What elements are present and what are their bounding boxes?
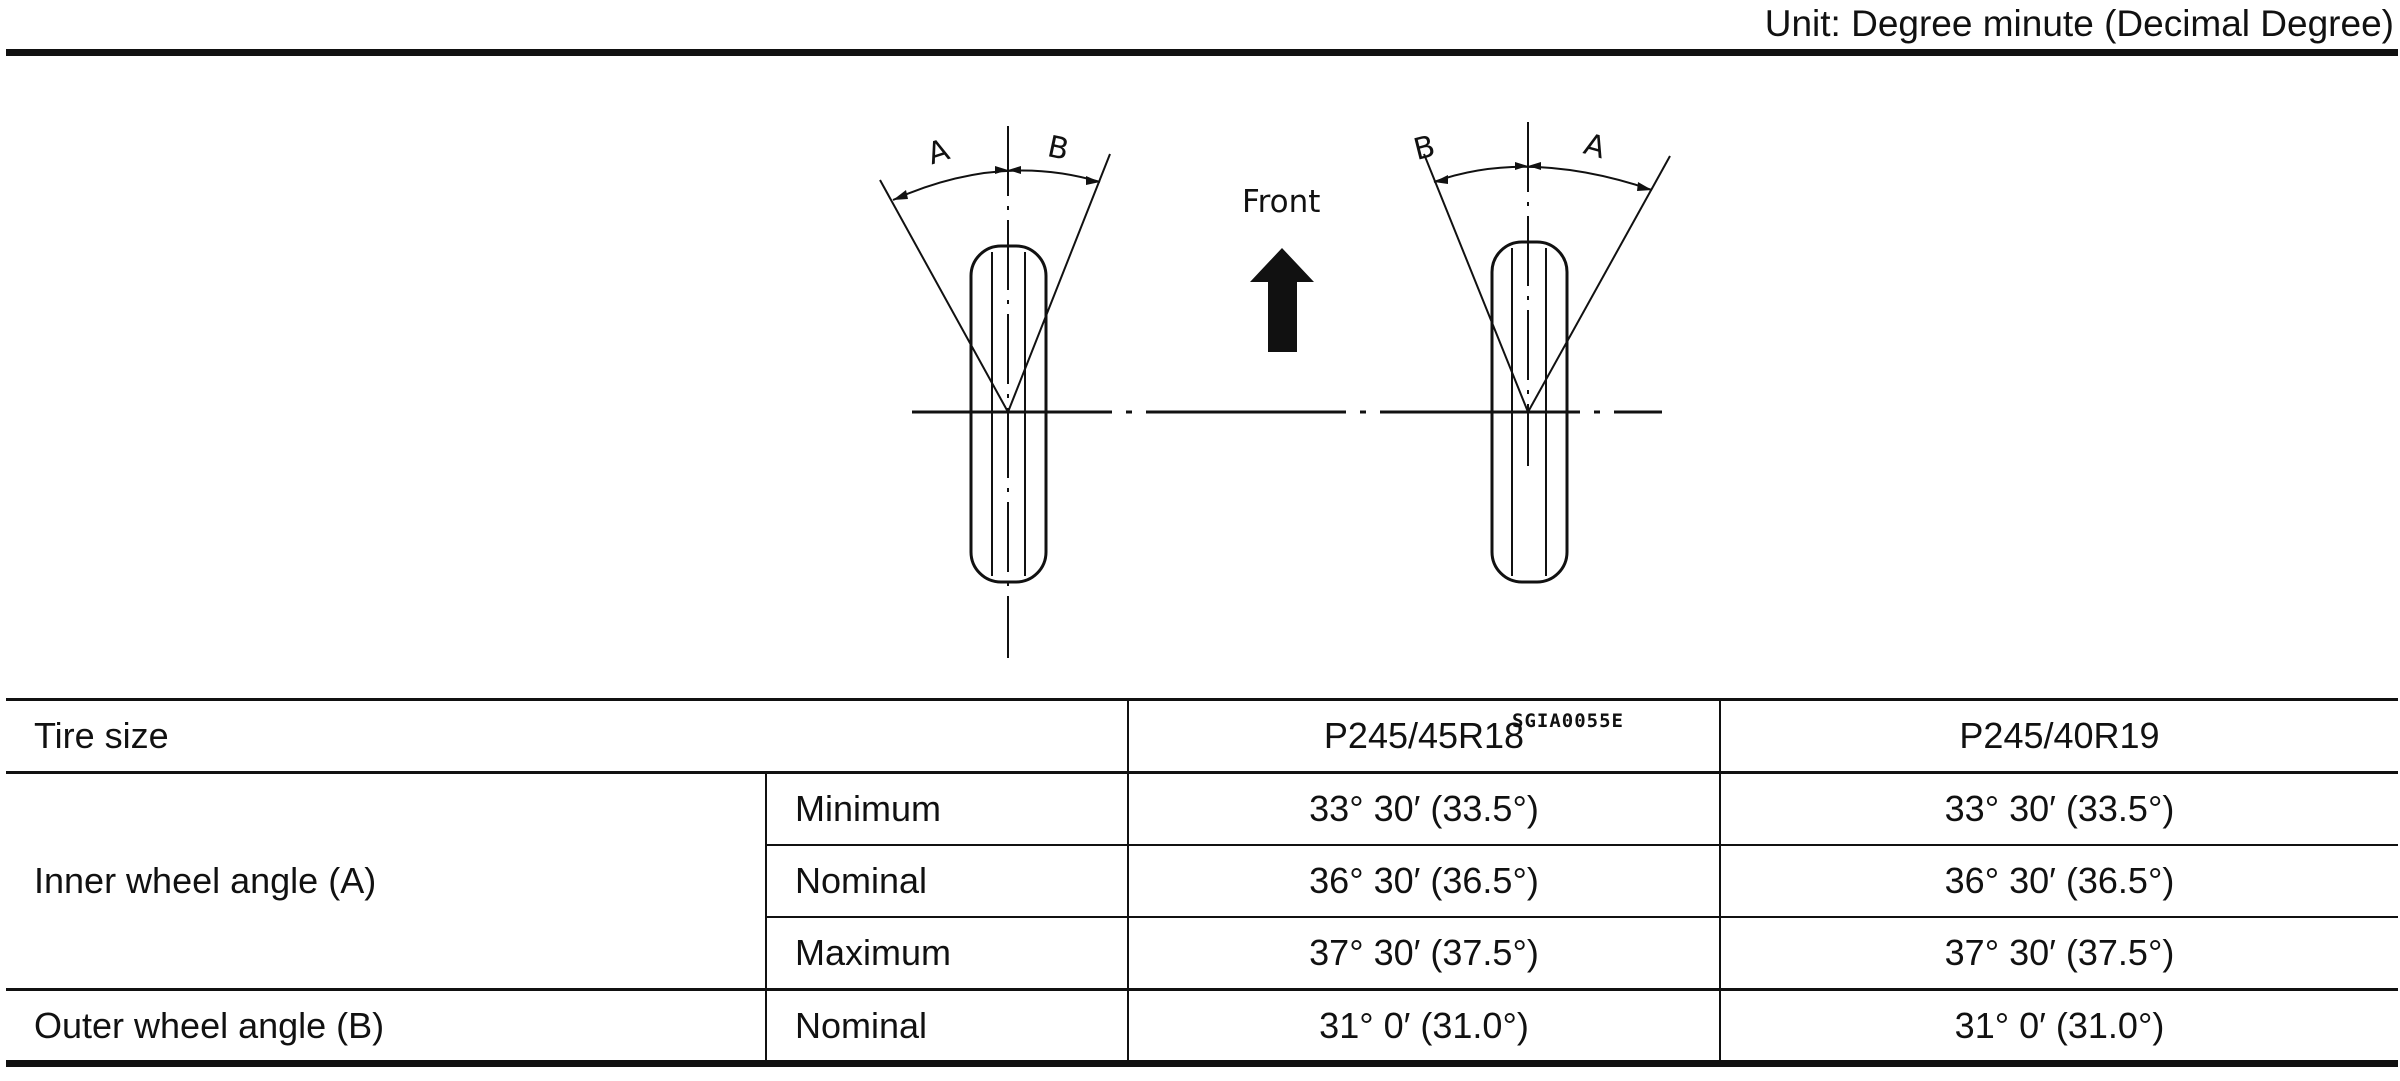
right-angle-ray-b [1423, 153, 1529, 413]
tire-size-col2: P245/40R19 [1719, 698, 2398, 774]
row-sub-label: Minimum [765, 771, 1129, 846]
row-sub-label: Nominal [765, 844, 1129, 918]
left-angle-ray-b [1007, 153, 1111, 413]
right-arrowhead-1 [1434, 175, 1448, 184]
wheel-angle-figure: A B B A Front SGIA0055E [0, 56, 2400, 732]
top-rule [6, 49, 2398, 56]
table-row: Nominal 36° 30′ (36.5°) 36° 30′ (36.5°) [6, 844, 2398, 918]
table-cell: 37° 30′ (37.5°) [1127, 916, 1721, 991]
left-angle-arc [892, 169, 1101, 201]
table-cell: 37° 30′ (37.5°) [1719, 916, 2398, 991]
label-a-right: A [1580, 127, 1610, 166]
front-label: Front [1242, 184, 1320, 220]
row-sub-label: Nominal [765, 988, 1129, 1063]
left-arrowhead-1 [893, 190, 908, 200]
table-cell: 36° 30′ (36.5°) [1719, 844, 2398, 918]
row-sub-label: Maximum [765, 916, 1129, 991]
table-row: Outer wheel angle (B) Nominal 31° 0′ (31… [6, 988, 2398, 1063]
label-b-left: B [1044, 129, 1071, 168]
tire-size-label: Tire size [6, 698, 1129, 774]
right-arrowhead-3 [1528, 162, 1541, 170]
inner-wheel-angle-label: Inner wheel angle (A) [6, 771, 767, 991]
right-arrowhead-2 [1515, 162, 1528, 170]
table-cell: 36° 30′ (36.5°) [1127, 844, 1721, 918]
label-a-left: A [923, 132, 954, 172]
tire-size-col1: P245/45R18 [1127, 698, 1721, 774]
table-header-row: Tire size P245/45R18 P245/40R19 [6, 698, 2398, 774]
front-arrow-icon [1250, 248, 1314, 352]
left-angle-ray-a [879, 179, 1009, 413]
right-arrowhead-4 [1637, 182, 1652, 191]
left-arrowhead-3 [1008, 166, 1021, 174]
table-cell: 31° 0′ (31.0°) [1719, 988, 2398, 1063]
table-row: Maximum 37° 30′ (37.5°) 37° 30′ (37.5°) [6, 916, 2398, 991]
right-angle-ray-a [1527, 155, 1671, 413]
left-arrowhead-4 [1086, 176, 1100, 185]
table-cell: 33° 30′ (33.5°) [1719, 771, 2398, 846]
table-cell: 31° 0′ (31.0°) [1127, 988, 1721, 1063]
right-angle-arc [1433, 165, 1653, 191]
unit-note: Unit: Degree minute (Decimal Degree) [1764, 3, 2394, 44]
wheel-angle-diagram: A B B A Front [879, 122, 1671, 658]
left-arrowhead-2 [995, 166, 1008, 174]
right-wheel [1490, 240, 1569, 584]
table-cell: 33° 30′ (33.5°) [1127, 771, 1721, 846]
label-b-right: B [1410, 129, 1438, 168]
steering-angle-table: Tire size P245/45R18 P245/40R19 Inner wh… [6, 698, 2398, 1063]
outer-wheel-angle-label: Outer wheel angle (B) [6, 988, 767, 1063]
bottom-rule [6, 1060, 2398, 1067]
table-row: Inner wheel angle (A) Minimum 33° 30′ (3… [6, 771, 2398, 991]
